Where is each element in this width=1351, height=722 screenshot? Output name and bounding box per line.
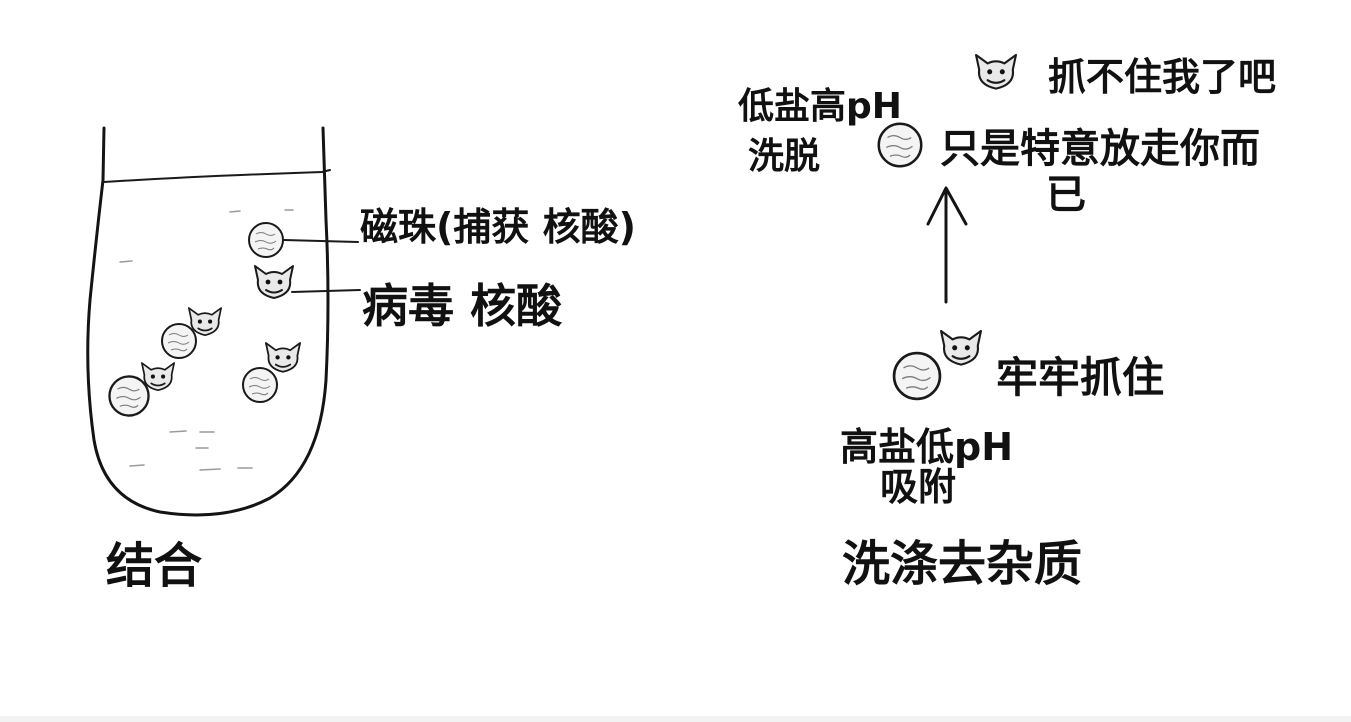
bead-icon [242,367,278,403]
bead-leader-line [283,239,359,243]
bound-pair-1 [161,307,222,359]
bead-icon [892,351,942,401]
binding-tube [86,126,331,517]
label-adsorb-line2: 吸附 [880,465,956,509]
nucleic-leader-line [291,289,361,293]
liquid-surface [103,169,331,183]
label-bead: 磁珠(捕获 核酸) [360,205,636,249]
bound-pair-3 [242,342,302,403]
label-elute-line2: 洗脱 [748,136,820,177]
label-grip: 牢牢抓住 [996,353,1164,402]
bound-pair-2 [108,362,175,417]
label-elute-line1: 低盐高pH [738,86,902,127]
label-release-line2: 已 [1046,172,1086,218]
label-nucleic-acid: 病毒 核酸 [362,279,563,333]
arrow-up-icon [926,186,968,304]
label-adsorb-line1: 高盐低pH [840,425,1013,469]
virus-icon [254,265,294,299]
virus-icon [939,329,983,366]
bead-icon [161,323,197,359]
label-escape: 抓不住我了吧 [1048,55,1276,99]
liquid-dashes [119,209,294,471]
label-binding: 结合 [106,538,202,594]
bead-icon [877,122,923,168]
bottom-edge [0,716,1351,722]
virus-icon [974,53,1018,90]
bead-icon [248,222,284,258]
virus-icon [264,342,302,373]
adsorbed-pair [892,329,983,401]
bead-icon [108,375,150,417]
label-release-line1: 只是特意放走你而 [940,126,1260,172]
label-wash: 洗涤去杂质 [842,536,1082,592]
